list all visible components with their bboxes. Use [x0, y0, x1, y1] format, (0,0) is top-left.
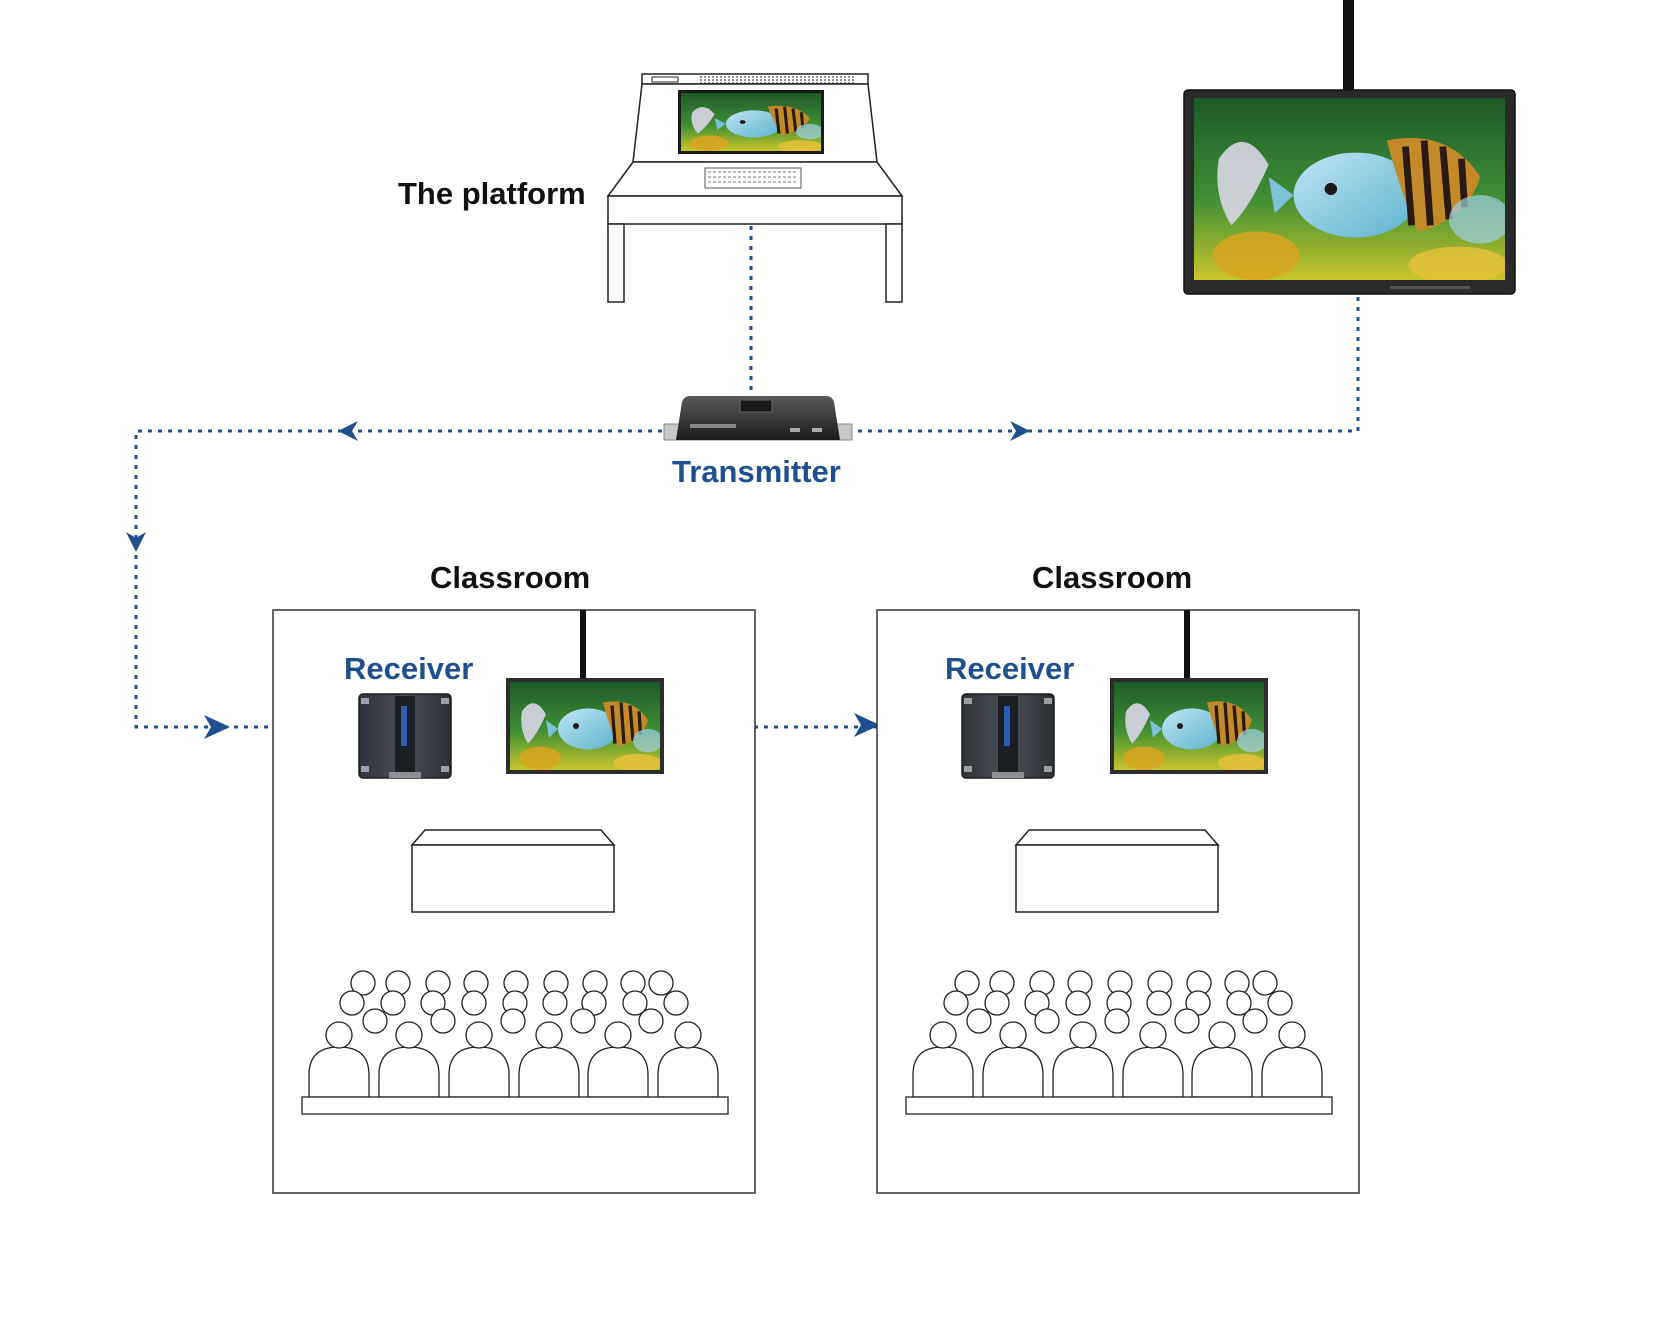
student-body	[1191, 1046, 1253, 1098]
student-head	[604, 1021, 632, 1049]
classroom-right-title: Classroom	[1032, 560, 1193, 595]
student-body	[308, 1046, 370, 1098]
student-head	[362, 1008, 388, 1034]
receiver-right-label: Receiver	[945, 651, 1075, 686]
line-transmitter-left	[134, 429, 662, 729]
student-head	[1252, 970, 1278, 996]
student-head	[1226, 990, 1252, 1016]
student-body	[1122, 1046, 1184, 1098]
transmitter-device-icon	[663, 396, 853, 441]
platform-desk-icon	[606, 73, 904, 303]
student-body	[378, 1046, 440, 1098]
student-body	[982, 1046, 1044, 1098]
receiver-device-icon	[961, 693, 1055, 779]
student-body	[657, 1046, 719, 1098]
wall-display-icon	[1183, 0, 1516, 295]
student-body	[518, 1046, 580, 1098]
student-head	[1174, 1008, 1200, 1034]
receiver-left-label: Receiver	[344, 651, 474, 686]
student-head	[999, 1021, 1027, 1049]
display-mount-pole	[580, 610, 586, 678]
student-head	[465, 1021, 493, 1049]
student-head	[461, 990, 487, 1016]
arrow-right-icon	[204, 715, 230, 739]
student-body	[1052, 1046, 1114, 1098]
student-head	[339, 990, 365, 1016]
receiver-device-icon	[358, 693, 452, 779]
student-head	[638, 1008, 664, 1034]
student-body	[587, 1046, 649, 1098]
student-head	[570, 1008, 596, 1034]
student-head	[1104, 1008, 1130, 1034]
student-head	[535, 1021, 563, 1049]
student-head	[1208, 1021, 1236, 1049]
arrow-left-icon	[338, 421, 358, 441]
student-head	[430, 1008, 456, 1034]
student-head	[1267, 990, 1293, 1016]
student-head	[325, 1021, 353, 1049]
line-transmitter-right	[848, 296, 1360, 433]
student-body	[912, 1046, 974, 1098]
student-head	[1278, 1021, 1306, 1049]
transmitter-label: Transmitter	[672, 454, 841, 489]
student-head	[966, 1008, 992, 1034]
student-head	[622, 990, 648, 1016]
student-head	[542, 990, 568, 1016]
student-head	[500, 1008, 526, 1034]
student-head	[1034, 1008, 1060, 1034]
platform-label: The platform	[398, 176, 586, 211]
student-head	[674, 1021, 702, 1049]
arrow-right-icon	[854, 713, 880, 737]
student-head	[1065, 990, 1091, 1016]
students-audience-icon	[905, 970, 1333, 1115]
classroom-display-icon	[1110, 678, 1268, 774]
student-body	[1261, 1046, 1323, 1098]
students-audience-icon	[301, 970, 729, 1115]
student-head	[648, 970, 674, 996]
student-head	[1139, 1021, 1167, 1049]
display-mount-pole	[1184, 610, 1190, 678]
arrow-right-icon	[1010, 421, 1030, 441]
student-head	[943, 990, 969, 1016]
classroom-display-icon	[506, 678, 664, 774]
student-head	[1146, 990, 1172, 1016]
student-head	[929, 1021, 957, 1049]
arrow-down-icon	[126, 532, 146, 552]
direction-arrows	[126, 421, 1030, 739]
student-head	[395, 1021, 423, 1049]
student-head	[954, 970, 980, 996]
student-head	[350, 970, 376, 996]
student-bench	[301, 1096, 729, 1115]
student-bench	[905, 1096, 1333, 1115]
student-head	[380, 990, 406, 1016]
student-body	[448, 1046, 510, 1098]
student-head	[1242, 1008, 1268, 1034]
classroom-left-title: Classroom	[430, 560, 591, 595]
student-head	[984, 990, 1010, 1016]
student-head	[663, 990, 689, 1016]
student-head	[1069, 1021, 1097, 1049]
